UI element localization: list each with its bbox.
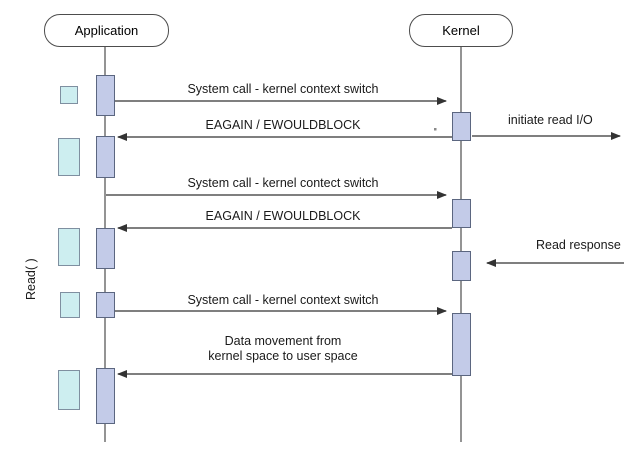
- activation-application-3: [96, 228, 115, 269]
- activation-application-1: [96, 75, 115, 116]
- note-initiate-read-io: initiate read I/O: [508, 113, 593, 127]
- activation-application-5: [96, 368, 115, 424]
- state-box-2: [58, 138, 80, 176]
- dot-artifact: [434, 128, 437, 131]
- state-box-4: [60, 292, 80, 318]
- state-box-3: [58, 228, 80, 266]
- message-label-5: System call - kernel context switch: [187, 293, 379, 307]
- lifeline-head-application[interactable]: Application: [44, 14, 169, 47]
- lifeline-head-kernel-label: Kernel: [442, 23, 480, 38]
- message-label-6: Data movement from kernel space to user …: [0, 334, 566, 364]
- lifeline-head-application-label: Application: [74, 23, 139, 38]
- message-label-1: System call - kernel context switch: [187, 82, 379, 96]
- note-read-response: Read response: [536, 238, 621, 252]
- state-box-1: [60, 86, 78, 104]
- activation-kernel-4: [452, 313, 471, 376]
- state-box-5: [58, 370, 80, 410]
- message-label-3: System call - kernel contect switch: [187, 176, 379, 190]
- message-label-4: EAGAIN / EWOULDBLOCK: [205, 209, 361, 223]
- activation-application-2: [96, 136, 115, 178]
- activation-kernel-2: [452, 199, 471, 228]
- message-label-6-line2: kernel space to user space: [208, 349, 358, 363]
- message-label-6-line1: Data movement from: [224, 334, 342, 348]
- read-call-label: Read( ): [24, 258, 38, 300]
- activation-application-4: [96, 292, 115, 318]
- message-label-2: EAGAIN / EWOULDBLOCK: [205, 118, 361, 132]
- lifeline-head-kernel[interactable]: Kernel: [409, 14, 513, 47]
- activation-kernel-1: [452, 112, 471, 141]
- activation-kernel-3: [452, 251, 471, 281]
